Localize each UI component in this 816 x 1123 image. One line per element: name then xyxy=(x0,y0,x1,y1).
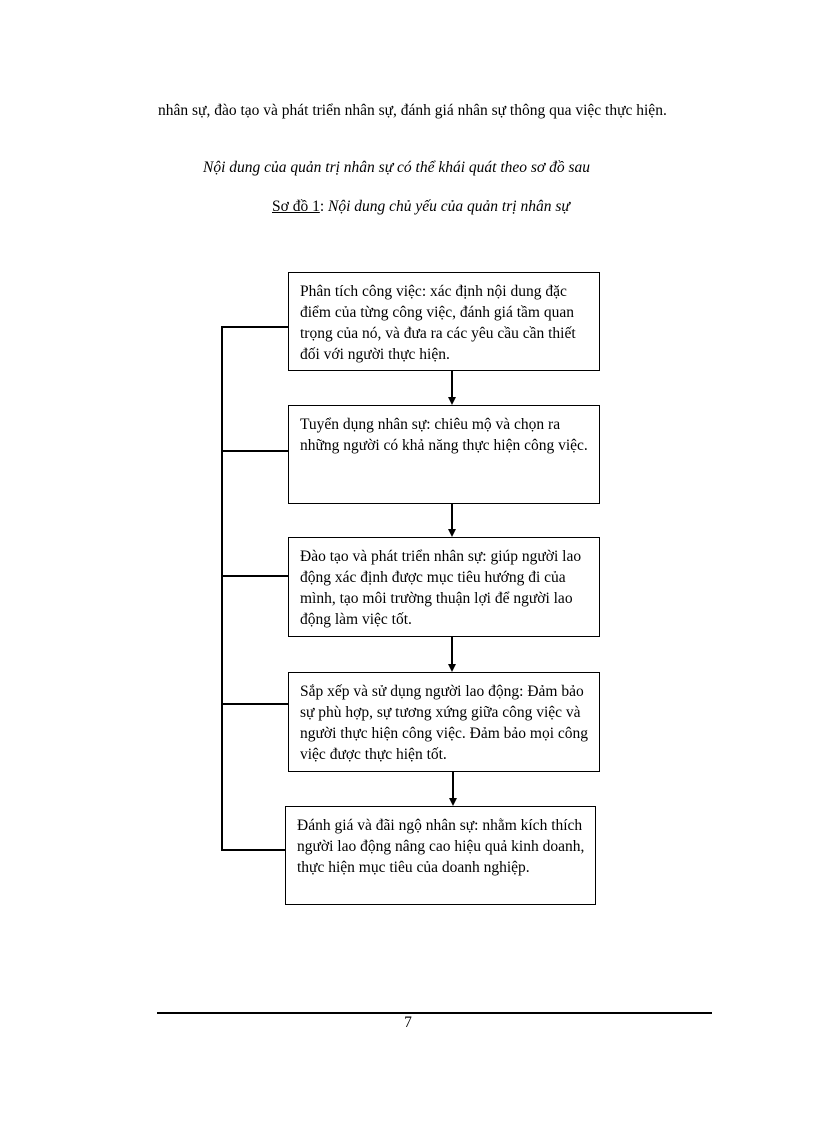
arrow-head-3 xyxy=(448,664,456,672)
step-box-recruitment: Tuyển dụng nhân sự: chiêu mộ và chọn ra … xyxy=(288,405,600,504)
caption-separator: : xyxy=(319,198,329,215)
step-box-deployment: Sắp xếp và sử dụng người lao động: Đảm b… xyxy=(288,672,600,772)
feedback-connector-2 xyxy=(221,450,288,452)
arrow-shaft-2 xyxy=(451,504,453,530)
step-box-evaluation: Đánh giá và đãi ngộ nhân sự: nhằm kích t… xyxy=(285,806,596,905)
step-text: Đào tạo và phát triển nhân sự: giúp ngườ… xyxy=(300,548,582,628)
arrow-head-4 xyxy=(449,798,457,806)
step-text: Sắp xếp và sử dụng người lao động: Đảm b… xyxy=(300,683,588,763)
feedback-connector-3 xyxy=(221,575,288,577)
page-number: 7 xyxy=(404,1014,412,1031)
step-text: Phân tích công việc: xác định nội dung đ… xyxy=(300,283,576,363)
caption-title: Nội dung chủ yếu của quản trị nhân sự xyxy=(328,198,570,215)
step-text: Tuyển dụng nhân sự: chiêu mộ và chọn ra … xyxy=(300,416,588,454)
caption-label: Sơ đồ 1 xyxy=(272,198,320,215)
feedback-vertical-line xyxy=(221,326,223,850)
body-paragraph: nhân sự, đào tạo và phát triển nhân sự, … xyxy=(158,102,667,119)
arrow-head-1 xyxy=(448,397,456,405)
step-box-job-analysis: Phân tích công việc: xác định nội dung đ… xyxy=(288,272,600,371)
diagram-intro: Nội dung của quản trị nhân sự có thể khá… xyxy=(203,159,590,176)
footer-rule xyxy=(157,1012,712,1014)
feedback-connector-5 xyxy=(221,849,285,851)
diagram-caption: Sơ đồ 1: Nội dung chủ yếu của quản trị n… xyxy=(272,198,570,216)
feedback-connector-4 xyxy=(221,703,288,705)
arrow-shaft-4 xyxy=(452,772,454,799)
arrow-head-2 xyxy=(448,529,456,537)
step-text: Đánh giá và đãi ngộ nhân sự: nhằm kích t… xyxy=(297,817,585,876)
arrow-shaft-1 xyxy=(451,371,453,398)
arrow-shaft-3 xyxy=(451,637,453,665)
feedback-connector-1 xyxy=(221,326,288,328)
step-box-training: Đào tạo và phát triển nhân sự: giúp ngườ… xyxy=(288,537,600,637)
